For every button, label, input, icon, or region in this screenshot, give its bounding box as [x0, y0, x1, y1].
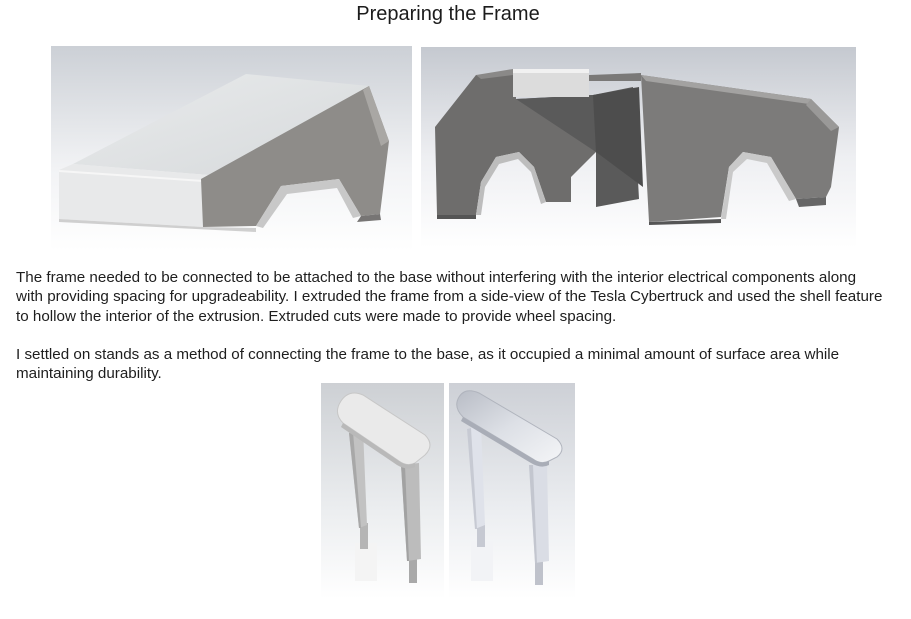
frame-extrusion-render [51, 46, 412, 251]
hollow-shell-render [421, 47, 856, 248]
stands-description-paragraph: I settled on stands as a method of conne… [16, 346, 840, 383]
stand-render-textured [321, 383, 444, 599]
page-title: Preparing the Frame [356, 3, 540, 25]
stand-render-smooth [449, 383, 575, 599]
frame-description-paragraph: The frame needed to be connected to be a… [16, 269, 883, 325]
